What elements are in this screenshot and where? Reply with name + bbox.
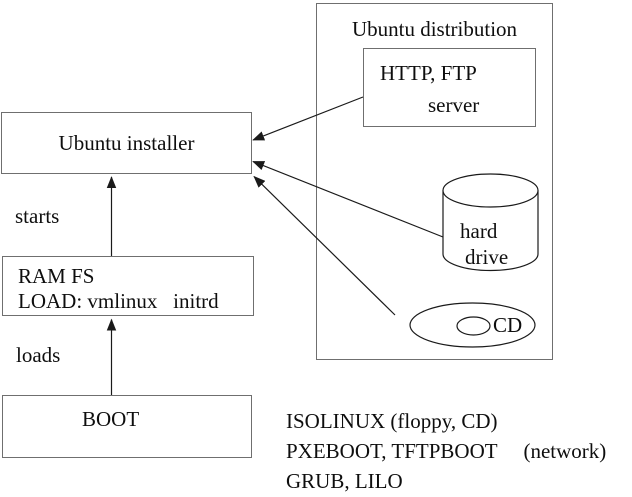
- boot-method-grub-lilo: GRUB, LILO: [286, 469, 403, 493]
- http-ftp-server-box: HTTP, FTP server: [363, 48, 536, 127]
- http-ftp-label: HTTP, FTP: [380, 61, 477, 85]
- boot-methods-list: ISOLINUX (floppy, CD) PXEBOOT, TFTPBOOT …: [286, 406, 606, 496]
- ramfs-label: RAM FS: [18, 264, 95, 288]
- ubuntu-distribution-title: Ubuntu distribution: [351, 17, 518, 41]
- ramfs-load-label: LOAD: vmlinux initrd: [18, 289, 219, 313]
- boot-label: BOOT: [82, 407, 140, 431]
- hard-drive-label-line1: hard: [460, 219, 498, 243]
- hard-drive-label-line2: drive: [465, 245, 509, 269]
- cd-label: CD: [493, 313, 523, 337]
- ramfs-box: RAM FS LOAD: vmlinux initrd: [2, 256, 254, 316]
- ubuntu-installer-box: Ubuntu installer: [1, 112, 252, 174]
- ubuntu-installer-label: Ubuntu installer: [58, 130, 195, 155]
- boot-method-pxeboot: PXEBOOT, TFTPBOOT (network): [286, 439, 607, 463]
- boot-method-isolinux: ISOLINUX (floppy, CD): [286, 409, 498, 433]
- boot-box: BOOT: [2, 395, 252, 458]
- server-label: server: [428, 93, 480, 117]
- loads-edge-label: loads: [16, 343, 61, 367]
- starts-edge-label: starts: [15, 204, 60, 228]
